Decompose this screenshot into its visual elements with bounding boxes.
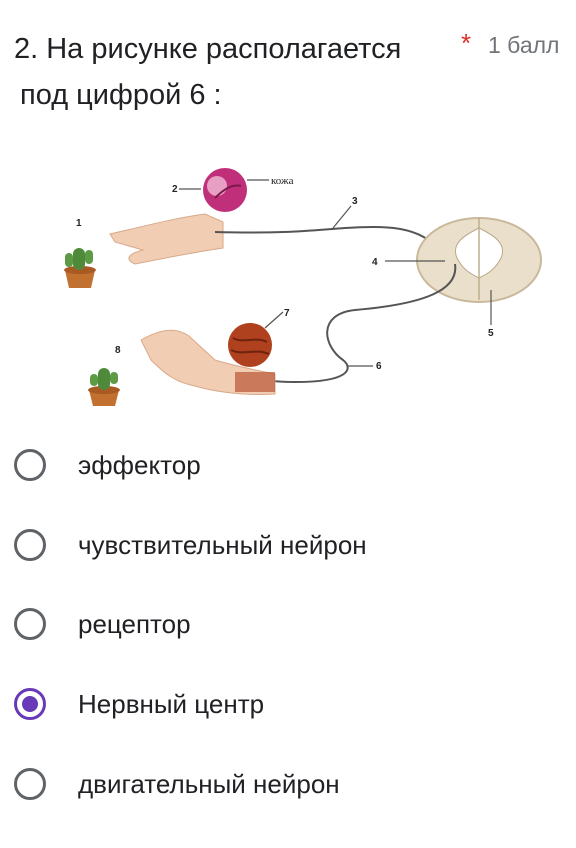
- required-marker: *: [461, 28, 472, 58]
- muscle-magnified-icon: [228, 311, 284, 367]
- figure-label-8: 8: [115, 345, 121, 356]
- option-nerve-center[interactable]: Нервный центр: [14, 682, 264, 726]
- skin-magnified-icon: [203, 168, 269, 212]
- option-label: Нервный центр: [78, 688, 265, 719]
- figure-label-3: 3: [352, 196, 358, 207]
- figure-label-4: 4: [372, 257, 378, 268]
- option-receptor[interactable]: рецептор: [14, 602, 191, 646]
- radio-button-selected[interactable]: [14, 688, 46, 720]
- hand-receptor-icon: [109, 213, 224, 265]
- radio-button[interactable]: [14, 768, 46, 800]
- cactus-1-icon: [64, 248, 96, 288]
- option-sensory-neuron[interactable]: чувствительный нейрон: [14, 523, 367, 567]
- radio-button[interactable]: [14, 529, 46, 561]
- figure-label-2: 2: [172, 184, 178, 195]
- question-title-line1: 2. На рисунке располагается: [14, 33, 402, 65]
- question-title: 2. На рисунке располагается под цифрой 6…: [14, 26, 454, 118]
- option-label: эффектор: [78, 449, 201, 480]
- figure-label-5: 5: [488, 328, 494, 339]
- option-label: рецептор: [78, 608, 191, 639]
- option-label: двигательный нейрон: [78, 768, 340, 799]
- figure-skin-label: кожа: [271, 175, 294, 187]
- figure-label-7: 7: [284, 308, 290, 319]
- figure-label-1: 1: [76, 218, 82, 229]
- reflex-arc-figure: 1 2 кожа 3 4 5 6 7 8: [64, 168, 542, 406]
- option-label: чувствительный нейрон: [78, 529, 367, 560]
- points-label: 1 балл: [488, 32, 560, 58]
- hand-effector-icon: [140, 329, 276, 396]
- figure-label-6: 6: [376, 361, 382, 372]
- option-motor-neuron[interactable]: двигательный нейрон: [14, 762, 340, 806]
- question-title-line2: под цифрой 6 :: [20, 79, 222, 111]
- spinal-cord-icon: [416, 217, 542, 303]
- radio-button[interactable]: [14, 608, 46, 640]
- motor-nerve-path: [244, 263, 457, 384]
- radio-button[interactable]: [14, 449, 46, 481]
- cactus-8-icon: [88, 368, 120, 406]
- option-effector[interactable]: эффектор: [14, 443, 201, 487]
